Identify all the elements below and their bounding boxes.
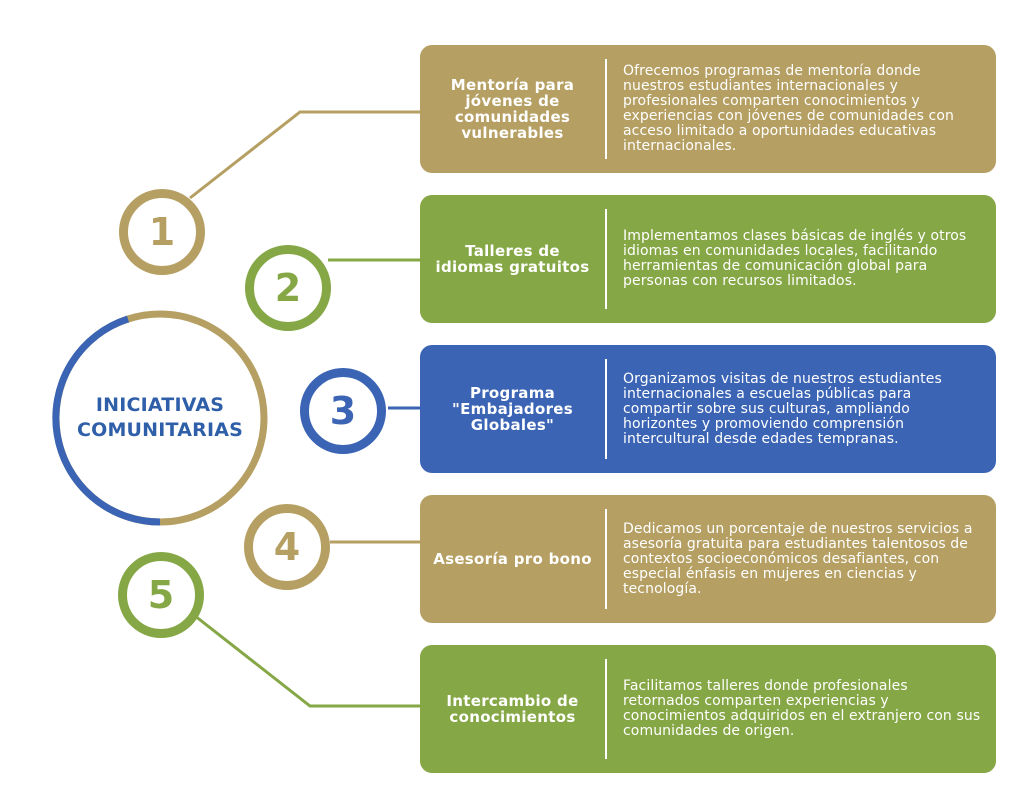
card-label: Intercambio de conocimientos xyxy=(446,692,579,726)
card-label: Programa "Embajadores Globales" xyxy=(452,384,573,434)
card-label: Talleres de idiomas gratuitos xyxy=(435,242,590,276)
card-description: Ofrecemos programas de mentoría donde nu… xyxy=(623,63,954,154)
card-description: Implementamos clases básicas de inglés y… xyxy=(623,228,967,289)
center-hub: INICIATIVAS COMUNITARIAS xyxy=(60,318,260,518)
initiative-card-3: Programa "Embajadores Globales" Organiza… xyxy=(420,345,996,473)
card-divider xyxy=(605,659,607,759)
card-divider xyxy=(605,209,607,309)
card-description: Dedicamos un porcentaje de nuestros serv… xyxy=(623,520,973,597)
card-description: Organizamos visitas de nuestros estudian… xyxy=(623,370,942,447)
card-label: Asesoría pro bono xyxy=(433,550,592,568)
initiative-card-1: Mentoría para jóvenes de comunidades vul… xyxy=(420,45,996,173)
card-divider xyxy=(605,359,607,459)
center-title-line1: INICIATIVAS xyxy=(95,394,225,416)
connector-5 xyxy=(189,610,422,708)
center-title: INICIATIVAS COMUNITARIAS xyxy=(77,393,243,443)
number-badge-1: 1 xyxy=(119,189,205,275)
card-divider xyxy=(605,59,607,159)
connector-1 xyxy=(189,110,422,200)
initiative-card-5: Intercambio de conocimientos Facilitamos… xyxy=(420,645,996,773)
number-badge-2: 2 xyxy=(245,245,331,331)
card-divider xyxy=(605,509,607,609)
number-badge-5: 5 xyxy=(118,552,204,638)
card-label: Mentoría para jóvenes de comunidades vul… xyxy=(450,76,575,142)
card-description: Facilitamos talleres donde profesionales… xyxy=(623,678,981,739)
initiative-card-2: Talleres de idiomas gratuitos Implementa… xyxy=(420,195,996,323)
number-badge-4: 4 xyxy=(244,504,330,590)
center-ring-blue xyxy=(52,315,161,526)
number-badge-3: 3 xyxy=(300,368,386,454)
center-title-line2: COMUNITARIAS xyxy=(76,419,244,441)
initiative-card-4: Asesoría pro bono Dedicamos un porcentaj… xyxy=(420,495,996,623)
